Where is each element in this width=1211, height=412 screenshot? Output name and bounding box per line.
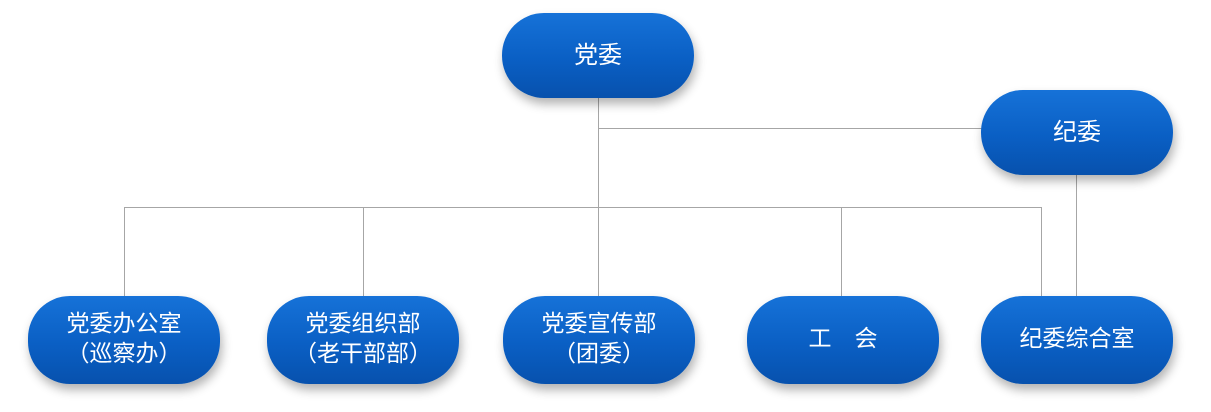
node-party-committee-label: 党委 [574, 40, 622, 69]
node-discipline-committee: 纪委 [981, 90, 1173, 175]
node-organization-dept-line1: 党委组织部 [305, 311, 421, 338]
node-party-office: 党委办公室 （巡察办） [28, 296, 220, 384]
node-discipline-office: 纪委综合室 [981, 296, 1173, 384]
node-organization-dept: 党委组织部 （老干部部） [267, 296, 459, 384]
node-discipline-office-label: 纪委综合室 [1019, 326, 1135, 353]
node-publicity-dept-line2: （团委） [553, 341, 645, 367]
node-party-committee: 党委 [502, 13, 694, 98]
node-party-office-line1: 党委办公室 [66, 311, 182, 338]
node-publicity-dept: 党委宣传部 （团委） [503, 296, 695, 384]
node-discipline-committee-label: 纪委 [1053, 117, 1101, 146]
node-trade-union-label: 工 会 [808, 326, 878, 353]
node-party-office-line2: （巡察办） [66, 341, 182, 367]
node-organization-dept-line2: （老干部部） [294, 341, 432, 367]
node-publicity-dept-line1: 党委宣传部 [541, 311, 657, 338]
node-trade-union: 工 会 [747, 296, 939, 384]
